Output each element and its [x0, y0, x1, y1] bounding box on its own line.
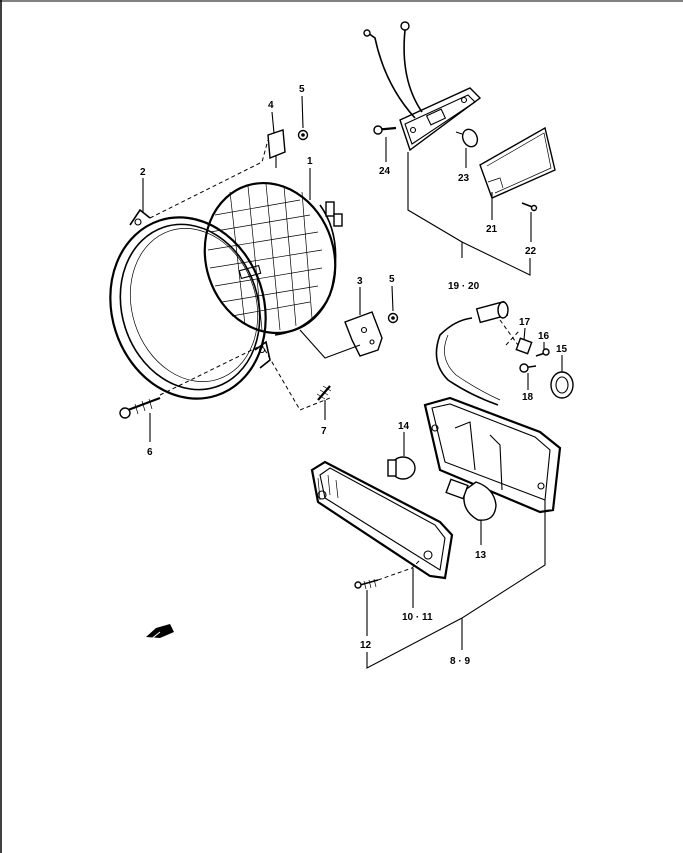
- headlamp-rim: [109, 208, 271, 400]
- assembly-line-screw: [159, 344, 331, 411]
- screw-16: [535, 348, 550, 357]
- assembly-line-rim: [149, 139, 269, 219]
- leader-5-mid: [391, 285, 394, 312]
- callout-16: 16: [538, 331, 550, 342]
- bracket-lower: [344, 311, 399, 357]
- screw-6: [119, 396, 161, 419]
- callout-8-9: 8 · 9: [450, 656, 470, 667]
- callout-5-mid: 5: [389, 274, 395, 285]
- adjust-screw-7: [316, 385, 332, 401]
- bracket-8-9: [366, 500, 546, 669]
- callout-2: 2: [140, 167, 146, 178]
- callout-3: 3: [357, 276, 363, 287]
- socket-17: [515, 337, 533, 355]
- turn-signal-lens: [310, 460, 454, 580]
- bracket-19-20: [407, 152, 531, 276]
- screw-12: [354, 578, 379, 590]
- leader-5-top: [301, 95, 304, 129]
- callout-4: 4: [268, 100, 274, 111]
- callout-22: 22: [525, 246, 537, 257]
- assembly-line-lens: [377, 559, 421, 581]
- callout-17: 17: [519, 317, 531, 328]
- callout-5-top: 5: [299, 84, 305, 95]
- assembly-line-socket: [499, 319, 521, 346]
- callout-12: 12: [360, 640, 372, 651]
- screw-18: [519, 363, 537, 373]
- side-marker-bulb: [455, 128, 479, 148]
- assembly-line-bracket: [299, 329, 361, 359]
- callout-24: 24: [379, 166, 391, 177]
- callout-18: 18: [522, 392, 534, 403]
- bracket-upper: [267, 129, 309, 168]
- leader-17: [523, 327, 526, 341]
- bulb-14: [387, 456, 416, 480]
- callout-14: 14: [398, 421, 410, 432]
- callout-1: 1: [307, 156, 313, 167]
- callout-10-11: 10 · 11: [402, 612, 433, 623]
- bulb-13: [445, 478, 497, 521]
- side-marker-housing: [363, 21, 482, 152]
- callout-23: 23: [458, 173, 470, 184]
- callout-13: 13: [475, 550, 487, 561]
- callout-19-20: 19 · 20: [448, 281, 480, 292]
- callout-21: 21: [486, 224, 498, 235]
- grommet-15: [550, 371, 574, 399]
- sealed-beam-unit: [203, 181, 343, 336]
- screw-24: [373, 125, 397, 135]
- turn-signal-housing: [423, 300, 562, 514]
- leader-4: [271, 111, 275, 134]
- side-marker-lens: [479, 126, 556, 199]
- callout-15: 15: [556, 344, 568, 355]
- front-direction-arrow-icon: [146, 624, 174, 641]
- callout-7: 7: [321, 426, 327, 437]
- callout-6: 6: [147, 447, 153, 458]
- screw-22: [521, 202, 538, 212]
